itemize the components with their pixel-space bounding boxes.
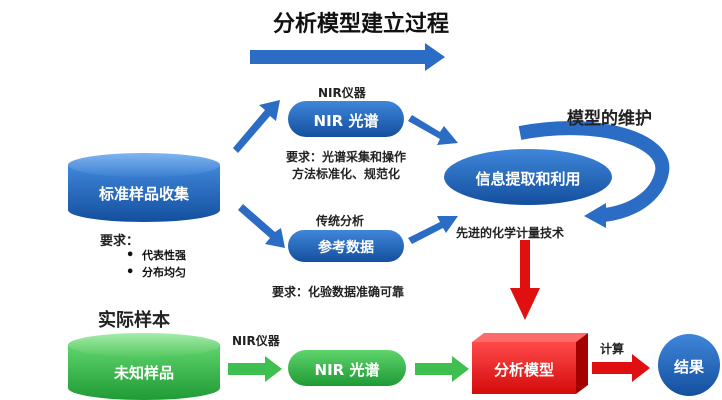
result-node xyxy=(658,334,720,396)
arrow-to-nir-top xyxy=(233,100,280,153)
model-maintenance-label: 模型的维护 xyxy=(567,109,652,129)
requirements-spectrum-line2: 方法标准化、规范化 xyxy=(292,167,401,181)
nir-spectrum-top-label: NIR 光谱 xyxy=(313,112,379,130)
reference-data-node xyxy=(288,230,404,262)
arrow-down-to-model xyxy=(510,240,540,320)
requirements-spectrum-line1: 要求：光谱采集和操作 xyxy=(286,150,407,164)
sample-requirements-heading: 要求： xyxy=(100,234,140,249)
requirement-item: 代表性强 xyxy=(126,247,186,264)
requirement-item: 分布均匀 xyxy=(126,264,186,281)
nir-spectrum-bottom-node xyxy=(288,350,406,386)
arrow-ref-to-info xyxy=(408,216,458,244)
arrow-to-nir-bottom xyxy=(228,356,282,382)
analysis-model-label: 分析模型 xyxy=(493,361,554,379)
standard-samples-label: 标准样品收集 xyxy=(98,185,189,203)
arrow-to-model xyxy=(415,356,469,382)
reference-data-label: 参考数据 xyxy=(318,240,374,256)
info-extract-label: 信息提取和利用 xyxy=(475,170,581,188)
nir-instrument-top-label: NIR仪器 xyxy=(318,86,366,100)
page-title: 分析模型建立过程 xyxy=(272,12,449,37)
result-label: 结果 xyxy=(673,358,704,376)
sample-requirements-list: 代表性强 分布均匀 xyxy=(126,247,186,281)
requirements-reference-label: 要求：化验数据准确可靠 xyxy=(272,285,405,299)
arrow-to-reference xyxy=(238,204,285,248)
actual-samples-label: 实际样本 xyxy=(98,310,170,331)
arrow-nir-to-info xyxy=(408,115,458,145)
maintenance-loop-arrow xyxy=(518,121,670,222)
arrow-compute xyxy=(592,354,650,382)
nir-spectrum-bottom-label: NIR 光谱 xyxy=(314,361,380,379)
nir-instrument-bottom-label: NIR仪器 xyxy=(232,334,280,348)
advanced-tech-label: 先进的化学计量技术 xyxy=(456,226,565,240)
standard-samples-cylinder xyxy=(68,153,220,222)
analysis-model-box xyxy=(472,333,588,394)
compute-label: 计算 xyxy=(600,342,625,356)
unknown-sample-label: 未知样品 xyxy=(113,364,174,382)
traditional-analysis-label: 传统分析 xyxy=(316,214,365,228)
info-extract-node xyxy=(444,149,612,205)
title-arrow xyxy=(250,43,445,71)
nir-spectrum-top-node xyxy=(288,101,404,137)
unknown-sample-cylinder xyxy=(68,333,220,400)
